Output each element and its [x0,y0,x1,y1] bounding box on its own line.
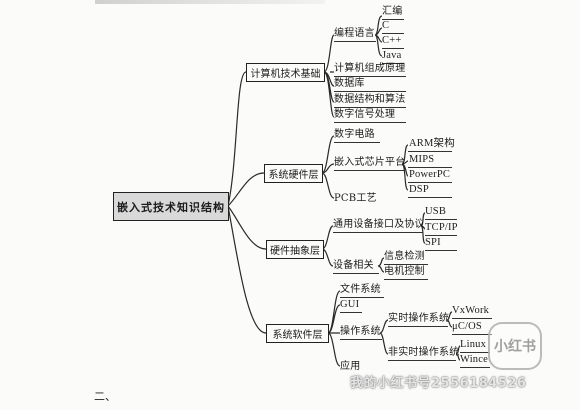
connector-rtos-children [446,311,453,328]
connector-root-hal [227,205,267,250]
connector-hw-children [321,135,335,199]
node-wince[interactable]: Wince [460,354,488,365]
node-device-related[interactable]: 设备相关 [333,260,374,271]
node-motor-control[interactable]: 电机控制 [384,266,425,277]
underline [333,232,423,234]
underline [408,197,452,199]
section-marker: 二、 [94,390,116,403]
node-rtos[interactable]: 实时操作系统 [388,313,450,324]
underline [460,367,490,369]
node-mips[interactable]: MIPS [409,154,435,165]
node-programming-language[interactable]: 编程语言 [334,28,375,39]
node-computer-organization[interactable]: 计算机组成原理 [334,63,406,74]
node-file-system[interactable]: 文件系统 [340,284,381,295]
underline [334,170,404,172]
connector-base-children [323,34,335,118]
node-ucos[interactable]: μC/OS [452,321,482,332]
node-pcb-process[interactable]: PCB工艺 [334,193,377,204]
connector-iface-children [420,212,426,244]
underline [384,279,428,281]
underline [425,219,457,221]
underline [452,334,492,336]
node-operating-system[interactable]: 操作系统 [340,326,381,337]
node-dsp-processing[interactable]: 数字信号处理 [334,109,396,120]
underline [382,63,404,65]
connector-root-software [227,205,267,334]
node-linux[interactable]: Linux [460,339,487,350]
underline [408,182,452,184]
connector-nonrt-children [455,345,461,361]
node-dsp[interactable]: DSP [409,184,429,195]
connector-root-hardware [227,172,265,207]
node-application[interactable]: 应用 [340,361,361,372]
underline [334,76,406,78]
branch-computer-basics[interactable]: 计算机技术基础 [246,63,325,82]
underline [425,250,457,252]
connector-device-children [377,257,385,273]
node-general-interface-protocol[interactable]: 通用设备接口及协议 [333,219,425,230]
connector-root-base [227,71,247,207]
underline [382,19,404,21]
node-data-structures[interactable]: 数据结构和算法 [334,94,406,105]
underline [334,91,406,93]
connector-chip-children [401,144,409,191]
watermark-text: 我的小红书号2556184526 [350,376,527,391]
underline [425,235,457,237]
node-non-rtos[interactable]: 非实时操作系统 [388,347,460,358]
underline [388,326,448,328]
node-spi[interactable]: SPI [425,237,441,248]
connector-os-children [379,319,389,355]
underline [460,352,490,354]
underline [408,151,452,153]
branch-hardware-layer[interactable]: 系统硬件层 [264,164,323,183]
underline [452,318,492,320]
node-powerpc[interactable]: PowerPC [409,169,451,180]
node-database[interactable]: 数据库 [334,78,365,89]
underline [340,339,382,341]
node-vxwork[interactable]: VxWork [452,305,490,316]
node-c[interactable]: C [382,20,390,31]
underline [340,312,362,314]
node-tcpip[interactable]: TCP/IP [425,222,458,233]
underline [384,264,428,266]
scan-artifact [95,0,325,4]
underline [333,273,379,275]
node-assembly[interactable]: 汇编 [382,6,403,17]
underline [334,122,406,124]
underline [382,48,404,50]
underline [334,41,376,43]
connector-sw-children [327,290,341,367]
node-cpp[interactable]: C++ [382,35,402,46]
node-arm[interactable]: ARM架构 [409,138,455,149]
node-info-detection[interactable]: 信息检测 [384,251,425,262]
branch-hardware-abstraction-layer[interactable]: 硬件抽象层 [266,240,324,259]
xiaohongshu-logo: 小红书 [488,322,542,370]
branch-system-software-layer[interactable]: 系统软件层 [266,324,329,343]
underline [340,297,384,299]
node-digital-circuit[interactable]: 数字电路 [334,129,375,140]
node-java[interactable]: Java [382,50,402,61]
underline [388,360,456,362]
underline [382,33,404,35]
node-usb[interactable]: USB [425,206,447,217]
node-gui[interactable]: GUI [340,299,360,310]
underline [334,107,406,109]
connector-lang-children [374,15,383,57]
underline [408,167,452,169]
root-node[interactable]: 嵌入式技术知识结构 [113,192,229,221]
node-embedded-chip-platform[interactable]: 嵌入式芯片平台 [334,157,406,168]
underline [334,142,380,144]
